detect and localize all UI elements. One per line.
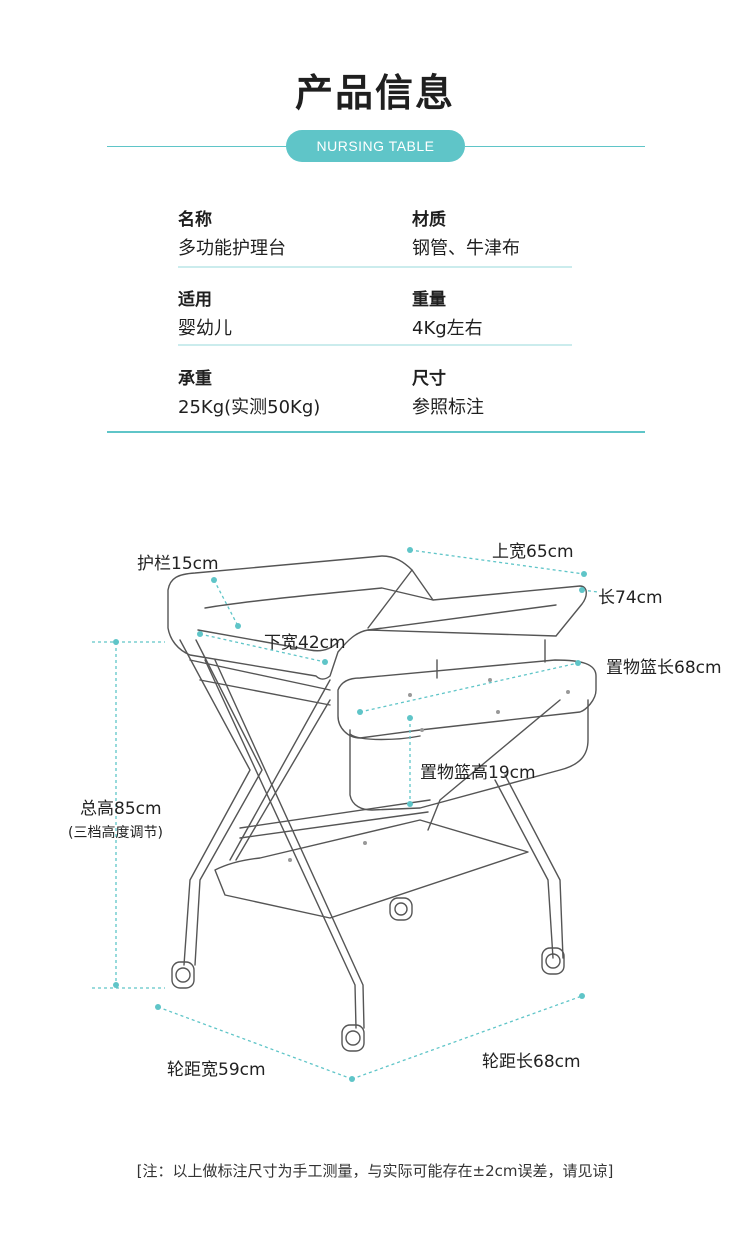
spec-value: 25Kg(实测50Kg) <box>178 397 321 418</box>
spec-label: 重量 <box>412 290 446 310</box>
title-divider-right <box>465 146 645 147</box>
title-divider-left <box>107 146 287 147</box>
spec-name: 名称 多功能护理台 <box>178 205 286 260</box>
spec-label: 名称 <box>178 210 212 230</box>
dim-basket-length: 置物篮长68cm <box>606 658 722 678</box>
dim-length: 长74cm <box>598 588 663 608</box>
spec-suitable: 适用 婴幼儿 <box>178 285 232 340</box>
basket-holes <box>288 678 570 862</box>
spec-value: 婴幼儿 <box>178 318 232 339</box>
dim-top-width: 上宽65cm <box>492 542 574 562</box>
dim-wheel-length: 轮距长68cm <box>482 1052 581 1072</box>
spec-value: 4Kg左右 <box>412 318 483 339</box>
dim-total-height: 总高85cm <box>80 799 162 819</box>
dim-bottom-width: 下宽42cm <box>264 633 346 653</box>
spec-load: 承重 25Kg(实测50Kg) <box>178 364 320 419</box>
spec-value: 参照标注 <box>412 397 484 418</box>
spec-divider <box>178 266 572 268</box>
spec-value: 钢管、牛津布 <box>412 238 520 259</box>
spec-label: 适用 <box>178 290 212 310</box>
spec-value: 多功能护理台 <box>178 238 286 259</box>
dimension-endpoints <box>113 547 587 1082</box>
page-title: 产品信息 <box>294 71 455 115</box>
spec-label: 尺寸 <box>412 369 446 389</box>
spec-label: 材质 <box>412 210 446 230</box>
spec-divider <box>178 344 572 346</box>
dim-guardrail: 护栏15cm <box>137 554 219 574</box>
dim-basket-height: 置物篮高19cm <box>420 763 536 783</box>
spec-label: 承重 <box>178 369 212 389</box>
dim-height-note: (三档高度调节) <box>68 825 163 841</box>
specs-bottom-divider <box>107 431 645 433</box>
spec-material: 材质 钢管、牛津布 <box>412 205 520 260</box>
subtitle-badge: NURSING TABLE <box>286 130 465 162</box>
dimension-lines <box>92 549 599 1080</box>
table-frame <box>167 555 597 1052</box>
spec-weight: 重量 4Kg左右 <box>412 285 483 340</box>
dim-wheel-width: 轮距宽59cm <box>167 1060 266 1080</box>
footer-note: [注：以上做标注尺寸为手工测量，与实际可能存在±2cm误差，请见谅] <box>136 1162 614 1180</box>
spec-size: 尺寸 参照标注 <box>412 364 484 419</box>
